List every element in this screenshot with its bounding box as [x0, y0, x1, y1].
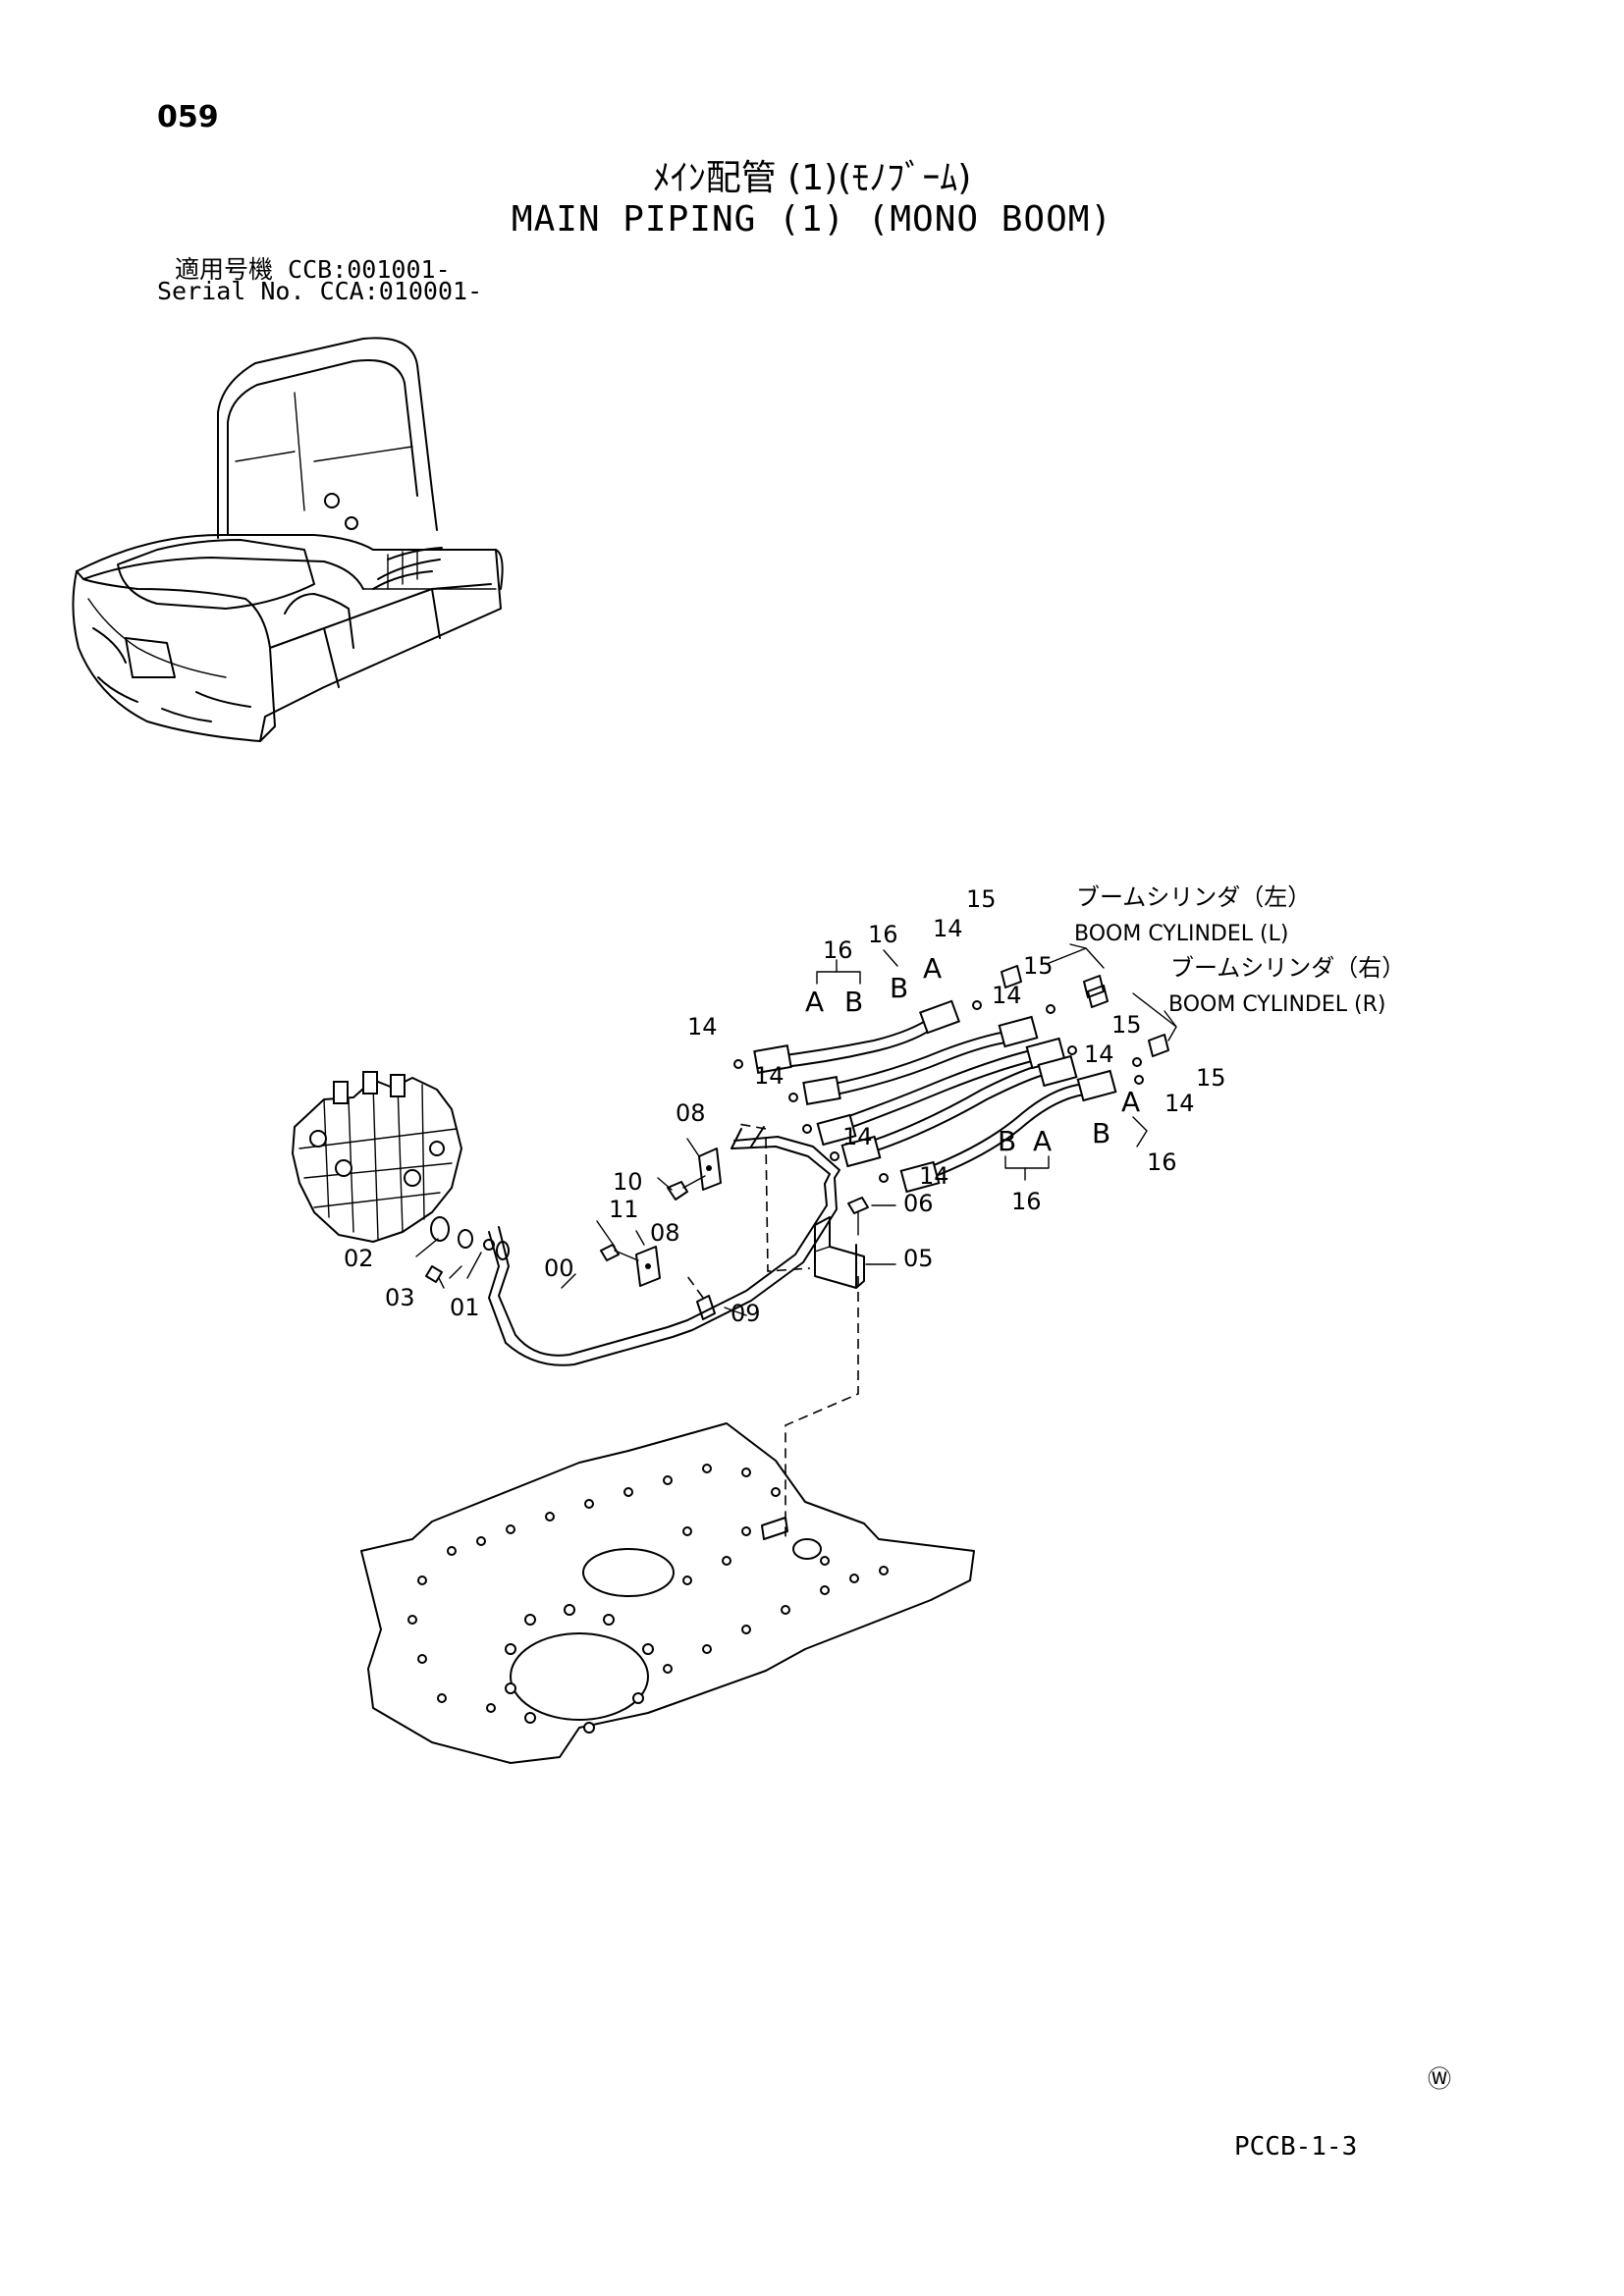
label-part-16-b: 16	[868, 921, 898, 948]
callout-boom-cylinder-left-en: BOOM CYLINDEL (L)	[1074, 922, 1288, 946]
watermark-w-symbol: Ⓦ	[1428, 2065, 1451, 2093]
label-port-b-2: B	[890, 972, 908, 1004]
label-part-05: 05	[903, 1245, 934, 1272]
part-number-labels: 00 01 02 03 05 06 08 08 09 10 11 14 14 1…	[344, 885, 1226, 1327]
leader-lines	[415, 943, 1177, 1316]
cylinder-callouts: ブームシリンダ（左） BOOM CYLINDEL (L) ブームシリンダ（右） …	[1074, 883, 1405, 1017]
label-port-a-4: A	[1121, 1086, 1140, 1118]
label-part-15-c: 15	[1111, 1011, 1142, 1039]
label-part-14-c: 14	[842, 1123, 873, 1150]
document-code: PCCB-1-3	[1234, 2132, 1358, 2162]
page-number: 059	[157, 100, 219, 134]
label-port-a-1: A	[805, 986, 824, 1018]
label-port-b-3: B	[998, 1125, 1016, 1157]
label-port-a-3: A	[1033, 1125, 1052, 1157]
label-part-14-d: 14	[919, 1162, 949, 1190]
label-part-14-e: 14	[933, 915, 963, 942]
label-part-15-a: 15	[966, 885, 997, 913]
bolt-10	[667, 1175, 706, 1201]
title-japanese: ﾒｲﾝ配管 (1)(ﾓﾉﾌﾞｰﾑ)	[652, 158, 972, 198]
label-part-14-a: 14	[687, 1013, 718, 1041]
reference-lines	[737, 1123, 859, 1541]
clamp-08-upper	[698, 1148, 722, 1191]
label-part-15-d: 15	[1196, 1064, 1226, 1092]
label-part-11: 11	[609, 1196, 639, 1223]
upper-frame-plate	[360, 1422, 975, 1764]
serial-applicability-en: Serial No. CCA:010001-	[157, 277, 483, 305]
bracket-05	[814, 1216, 865, 1289]
callout-boom-cylinder-right-jp: ブームシリンダ（右）	[1170, 954, 1405, 982]
bolt-06	[847, 1197, 869, 1236]
label-part-16-d: 16	[1147, 1148, 1177, 1176]
label-port-b-1: B	[844, 986, 863, 1018]
title-english: MAIN PIPING (1) (MONO BOOM)	[511, 199, 1113, 240]
label-part-08-lower: 08	[650, 1219, 680, 1247]
label-part-10: 10	[613, 1168, 643, 1196]
label-part-08-upper: 08	[676, 1099, 706, 1127]
label-port-a-2: A	[923, 952, 942, 985]
plate-09	[686, 1275, 716, 1320]
clamp-08-lower	[635, 1246, 661, 1287]
label-part-00: 00	[544, 1255, 574, 1282]
callout-boom-cylinder-left-jp: ブームシリンダ（左）	[1076, 883, 1311, 911]
label-part-01: 01	[450, 1294, 480, 1321]
hoses	[733, 965, 1169, 1194]
label-part-16-a: 16	[823, 936, 853, 964]
serial-applicability-jp: 適用号機 CCB:001001-	[175, 255, 451, 284]
machine-overview-illustration	[72, 337, 504, 742]
label-part-14-f: 14	[992, 982, 1022, 1009]
label-part-02: 02	[344, 1245, 374, 1272]
label-port-b-4: B	[1092, 1117, 1110, 1149]
label-part-06: 06	[903, 1190, 934, 1217]
label-part-14-b: 14	[754, 1062, 785, 1090]
label-part-09: 09	[731, 1300, 761, 1327]
bolt-11	[600, 1244, 639, 1261]
label-part-15-b: 15	[1023, 952, 1054, 980]
label-part-14-g: 14	[1084, 1041, 1114, 1068]
label-part-14-h: 14	[1164, 1090, 1195, 1117]
label-part-03: 03	[385, 1284, 415, 1311]
callout-boom-cylinder-right-en: BOOM CYLINDEL (R)	[1168, 992, 1385, 1017]
label-part-16-c: 16	[1011, 1188, 1042, 1215]
control-valve	[292, 1071, 462, 1243]
